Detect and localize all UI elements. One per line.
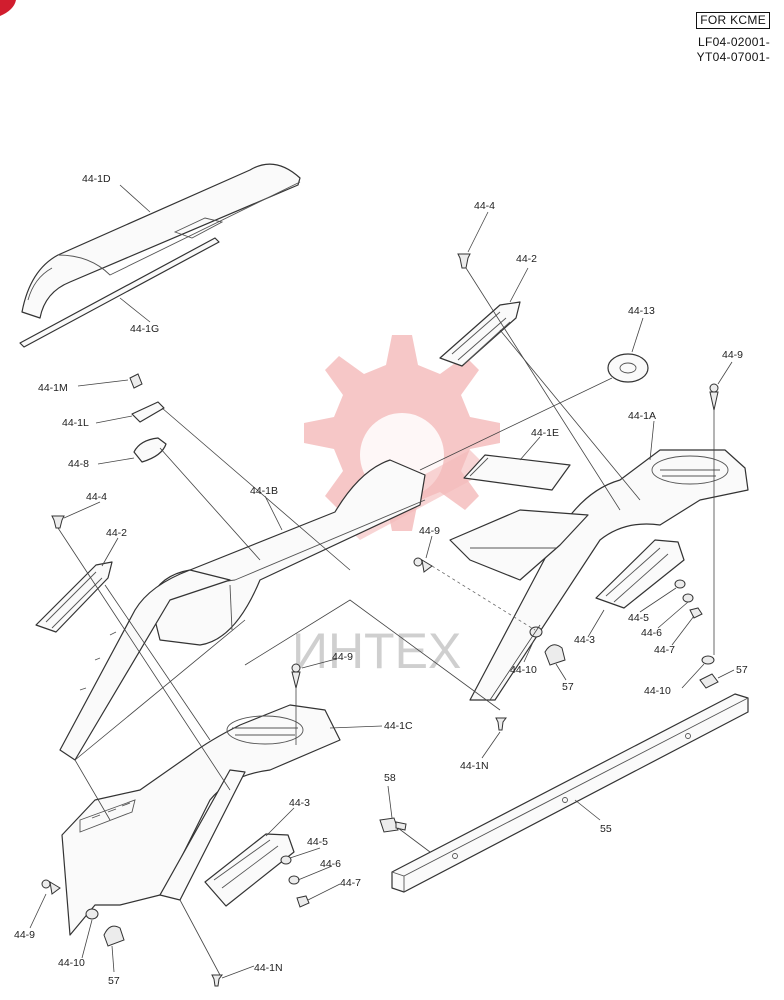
part-44-7-right-nut [689, 607, 703, 619]
part-44-10-center-washer [529, 626, 543, 638]
label-44-9-top-right: 44-9 [722, 349, 743, 361]
label-44-13: 44-13 [628, 305, 655, 317]
label-44-4-left: 44-4 [86, 491, 107, 503]
label-57-left: 57 [108, 975, 120, 987]
watermark-text: ИНТЕХ [292, 623, 461, 679]
part-44-1A-right-fender [449, 449, 749, 701]
part-44-7-left-nut [296, 895, 310, 908]
part-44-1M-clip [129, 373, 143, 389]
label-44-9-middle: 44-9 [332, 651, 353, 663]
label-44-5-left: 44-5 [307, 836, 328, 848]
part-44-2-left-plate [35, 561, 113, 633]
assembly-lines [57, 267, 715, 976]
label-57-center: 57 [562, 681, 574, 693]
part-44-5-left-washer [280, 855, 292, 865]
part-44-6-left-washer [288, 875, 300, 885]
label-57-right: 57 [736, 664, 748, 676]
part-44-9-center-pin [413, 557, 433, 573]
label-44-10-right: 44-10 [644, 685, 671, 697]
label-44-7-right: 44-7 [654, 644, 675, 656]
label-44-3-right: 44-3 [574, 634, 595, 646]
label-44-10-left: 44-10 [58, 957, 85, 969]
part-57-center-clip [544, 644, 566, 666]
part-44-1E-lid [463, 454, 571, 491]
corner-mark [0, 0, 16, 16]
label-44-1B: 44-1B [250, 485, 278, 497]
part-44-8-pad [133, 437, 167, 463]
part-44-9-left-pin [41, 879, 61, 895]
part-44-3-right-footrest [595, 539, 685, 609]
label-44-3-left: 44-3 [289, 797, 310, 809]
part-44-1G-rod [19, 237, 220, 348]
label-44-9-center: 44-9 [419, 525, 440, 537]
part-44-1B-console-body [59, 459, 426, 761]
serial-range-1: LF04-02001- [697, 35, 770, 49]
label-44-1N-center: 44-1N [460, 760, 489, 772]
part-44-10-right-washer [701, 655, 715, 665]
label-44-1G: 44-1G [130, 323, 159, 335]
label-44-4-top: 44-4 [474, 200, 495, 212]
label-44-1A: 44-1A [628, 410, 656, 422]
part-44-1D-top-cover [21, 163, 301, 319]
label-44-2-top: 44-2 [516, 253, 537, 265]
part-44-4-top-screw [457, 253, 471, 269]
part-44-5-right-washer [674, 579, 686, 589]
label-44-1N-bottom: 44-1N [254, 962, 283, 974]
label-44-2-left: 44-2 [106, 527, 127, 539]
label-44-1C: 44-1C [384, 720, 413, 732]
part-44-2-top-plate [439, 301, 521, 367]
label-44-9-left: 44-9 [14, 929, 35, 941]
part-44-13-grommet [607, 353, 649, 383]
part-44-1N-center-screw [495, 717, 507, 731]
part-44-1L-bracket [131, 401, 165, 423]
label-55: 55 [600, 823, 612, 835]
part-44-4-left-screw [51, 515, 65, 529]
part-44-9-middle-pin [291, 663, 301, 689]
label-44-10-center: 44-10 [510, 664, 537, 676]
part-number-labels: 44-1D 44-1G 44-4 44-2 44-13 44-9 44-1M 4… [14, 173, 748, 987]
part-57-left-clip [103, 925, 125, 947]
label-44-8: 44-8 [68, 458, 89, 470]
part-44-1C-left-fender [61, 704, 341, 936]
label-44-1E: 44-1E [531, 427, 559, 439]
part-58-bolt [379, 817, 407, 833]
region-box: FOR KCME [696, 12, 770, 29]
label-44-7-left: 44-7 [340, 877, 361, 889]
serial-range-2: YT04-07001- [696, 50, 770, 64]
part-44-9-top-right-pin [709, 383, 719, 411]
label-58: 58 [384, 772, 396, 784]
part-44-6-right-washer [682, 593, 694, 603]
part-55-rail [391, 693, 749, 893]
label-44-1D: 44-1D [82, 173, 111, 185]
leader-lines [29, 184, 735, 979]
label-44-6-left: 44-6 [320, 858, 341, 870]
label-44-5-right: 44-5 [628, 612, 649, 624]
part-44-3-left-footrest [204, 833, 295, 907]
label-44-1M: 44-1M [38, 382, 68, 394]
label-44-6-right: 44-6 [641, 627, 662, 639]
part-44-10-left-washer [85, 908, 99, 920]
part-57-right-clip [699, 673, 719, 689]
label-44-1L: 44-1L [62, 417, 89, 429]
part-44-1N-bottom-screw [211, 974, 223, 987]
